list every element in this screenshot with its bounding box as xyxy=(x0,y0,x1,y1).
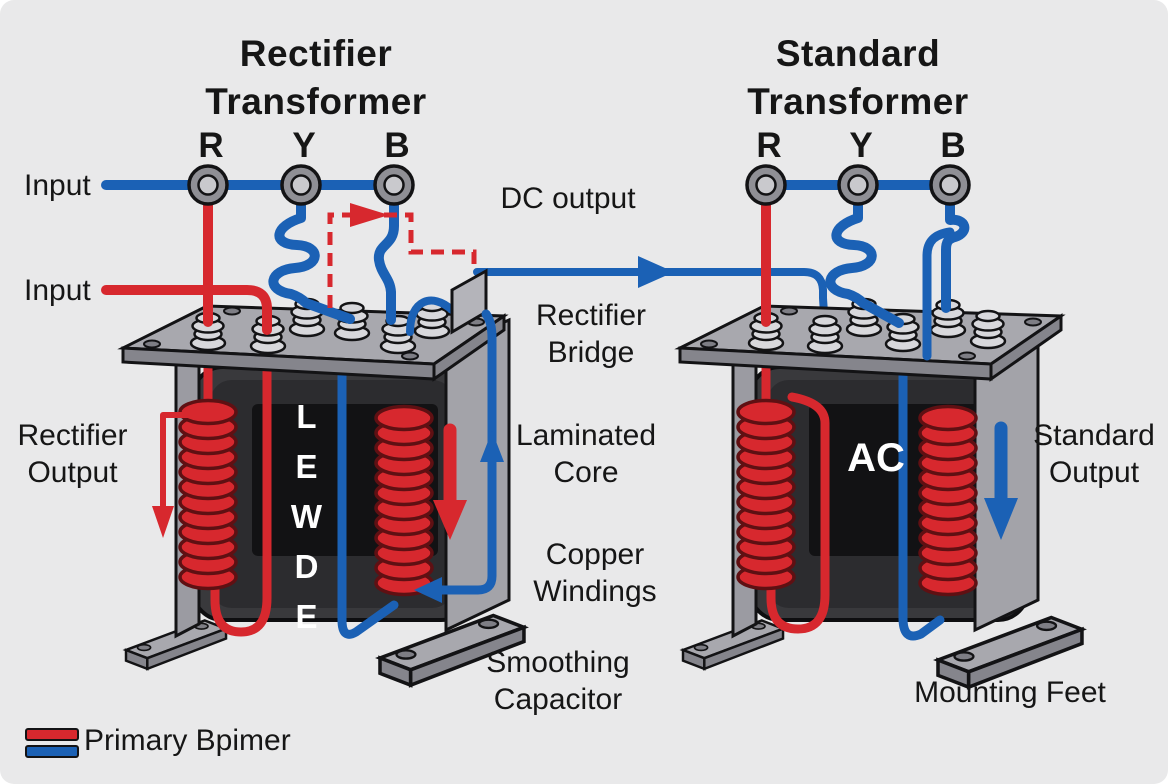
input-label-top: Input xyxy=(24,169,91,202)
copper-windings-label: Copper Windings xyxy=(533,538,657,608)
standard-terminals xyxy=(745,164,971,206)
standard-coil-right xyxy=(918,404,978,597)
standard-terminal-label-r: R xyxy=(756,126,782,165)
standard-output-label: Standard Output xyxy=(1033,419,1155,489)
legend-label: Primary Bpimer xyxy=(84,724,291,757)
legend-swatch-primary xyxy=(25,728,79,741)
legend-swatches xyxy=(25,728,79,758)
rectifier-coil-left xyxy=(178,398,238,591)
rectifier-terminals xyxy=(187,164,415,206)
standard-coil-left xyxy=(736,398,796,591)
rectifier-coil-right xyxy=(374,404,434,597)
dc-output-label: DC output xyxy=(500,182,636,215)
standard-transformer xyxy=(674,164,1084,689)
input-label-bottom: Input xyxy=(24,274,91,307)
rectifier-primary-wires xyxy=(101,180,399,335)
dashed-feedback-path xyxy=(327,203,477,308)
smoothing-capacitor-label: Smoothing Capacitor xyxy=(486,646,630,716)
standard-core-text: AC xyxy=(847,436,905,480)
mounting-feet-label: Mounting Feet xyxy=(914,676,1106,709)
standard-output-arrow xyxy=(984,421,1018,540)
standard-terminal-label-y: Y xyxy=(849,126,873,165)
laminated-core-label: Laminated Core xyxy=(515,419,657,489)
rectifier-output-arrow xyxy=(152,412,199,538)
rectifier-terminal-label-y: Y xyxy=(292,126,316,165)
rectifier-transformer-title: Rectifier Transformer xyxy=(205,33,427,122)
rectifier-flux-down-arrow xyxy=(433,423,467,540)
legend-swatch-secondary xyxy=(25,745,79,758)
standard-terminal-label-b: B xyxy=(940,126,966,165)
smoothing-capacitor-wire xyxy=(414,309,504,603)
rectifier-terminal-label-r: R xyxy=(198,126,224,165)
rectifier-output-label: Rectifier Output xyxy=(17,419,128,489)
rectifier-terminal-label-b: B xyxy=(384,126,410,165)
standard-transformer-title: Standard Transformer xyxy=(747,33,969,122)
rectifier-bridge-label: Rectifier Bridge xyxy=(535,299,647,369)
rectifier-core-text: LEWDE xyxy=(288,398,325,648)
rectifier-bridge-component xyxy=(406,268,488,336)
